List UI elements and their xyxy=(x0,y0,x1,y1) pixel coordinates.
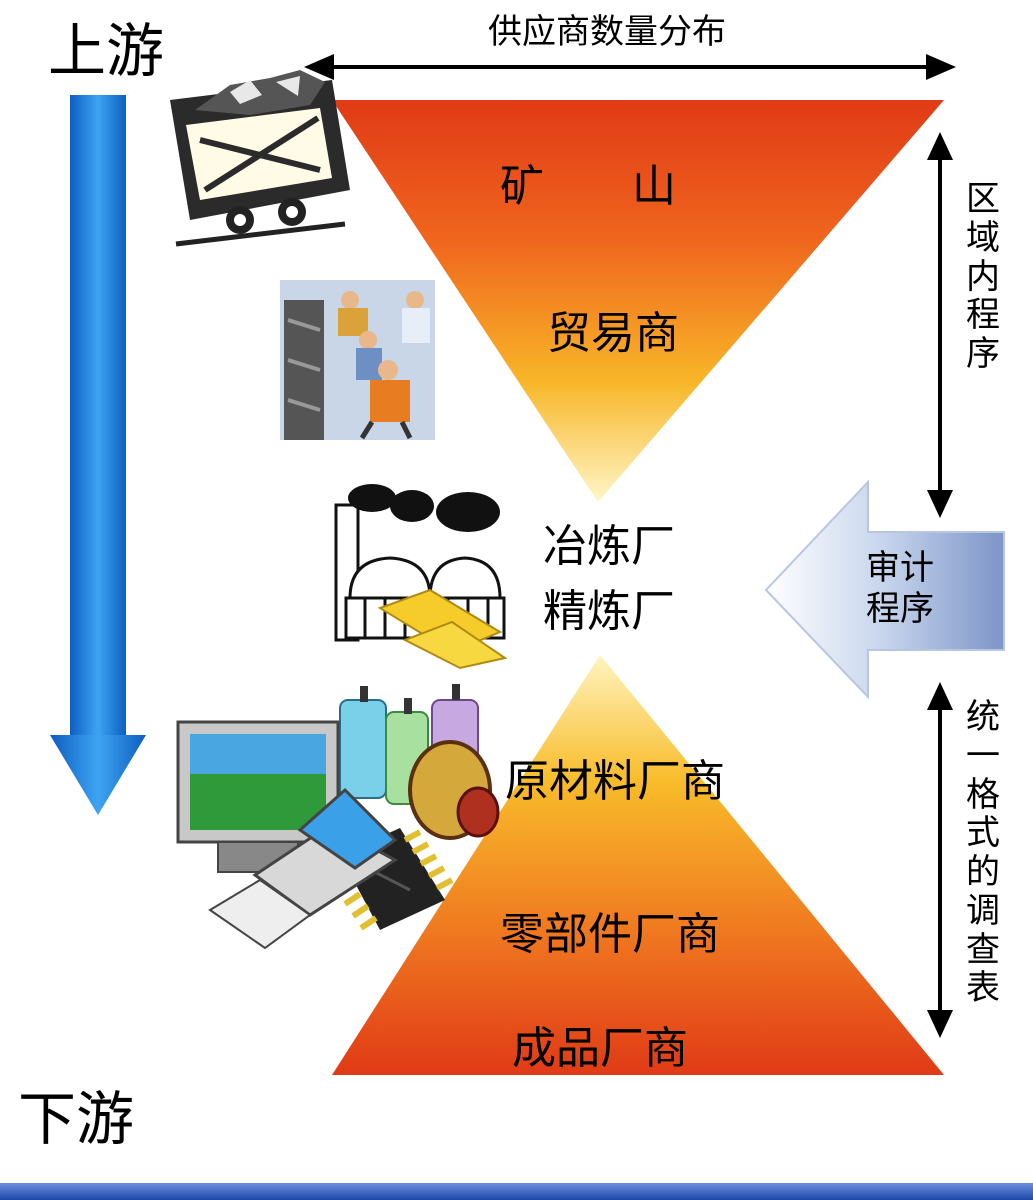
regional-char-4: 程 xyxy=(966,295,1000,336)
tier-smelter: 冶炼厂 xyxy=(543,521,675,572)
regional-char-1: 区 xyxy=(966,179,1000,219)
uniform-char-2: 一 xyxy=(966,735,1000,776)
tier-raw-material: 原材料厂商 xyxy=(505,756,725,807)
upstream-label: 上游 xyxy=(48,17,165,85)
upstream-downstream-arrow xyxy=(50,95,146,815)
regional-procedure-label: 区 域 内 程 序 xyxy=(963,180,1003,374)
regional-char-5: 序 xyxy=(966,334,1000,374)
uniform-survey-arrow xyxy=(927,682,953,1038)
distribution-arrow xyxy=(304,54,956,80)
tier-finished: 成品厂商 xyxy=(512,1023,688,1074)
audit-label-line-1: 审计 xyxy=(866,548,934,588)
downstream-funnel xyxy=(332,655,944,1075)
audit-label-line-2: 程序 xyxy=(866,588,934,629)
tier-trader: 贸易商 xyxy=(547,308,679,359)
thread-spools-icon xyxy=(339,684,500,840)
uniform-char-7: 查 xyxy=(966,929,1000,970)
regional-char-2: 域 xyxy=(966,217,1000,258)
traders-picture xyxy=(280,280,435,440)
uniform-survey-label: 统 一 格 式 的 调 查 表 xyxy=(963,698,1003,1008)
distribution-label: 供应商数量分布 xyxy=(488,12,726,52)
uniform-char-4: 式 xyxy=(966,813,1000,854)
tier-component: 零部件厂商 xyxy=(500,909,720,960)
bottom-bar xyxy=(0,1183,1033,1200)
uniform-char-6: 调 xyxy=(966,890,1000,931)
tier-mine: 矿 山 xyxy=(500,161,676,212)
audit-label: 审计 程序 xyxy=(866,548,934,630)
smelter-factory-icon xyxy=(334,484,508,670)
upstream-funnel xyxy=(332,100,944,502)
regional-arrow xyxy=(927,132,953,518)
tier-refinery: 精炼厂 xyxy=(543,586,675,637)
mine-cart-icon xyxy=(170,70,350,247)
downstream-label: 下游 xyxy=(18,1085,135,1153)
regional-char-3: 内 xyxy=(966,256,1000,297)
uniform-char-8: 表 xyxy=(966,968,1000,1009)
uniform-char-1: 统 xyxy=(966,697,1000,737)
audit-arrow xyxy=(764,479,1005,700)
uniform-char-3: 格 xyxy=(966,774,1000,815)
uniform-char-5: 的 xyxy=(966,852,1000,892)
computer-icon xyxy=(176,720,398,950)
